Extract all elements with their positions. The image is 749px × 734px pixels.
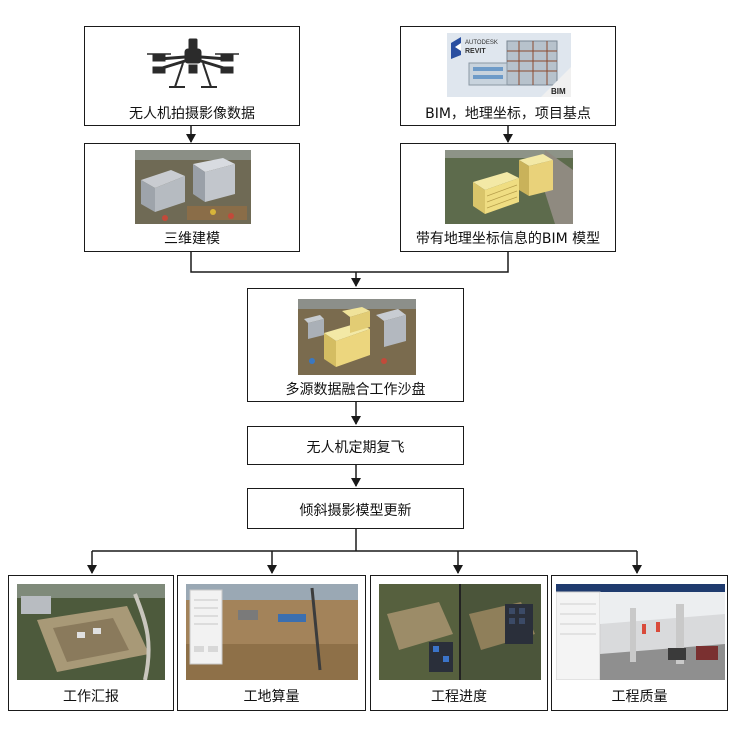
node-geo-bim-model: 带有地理坐标信息的BIM 模型	[400, 143, 616, 252]
node-label: 带有地理坐标信息的BIM 模型	[415, 231, 601, 247]
node-label: 工地算量	[243, 689, 300, 705]
drone-icon	[145, 37, 241, 99]
node-reflight: 无人机定期复飞	[247, 426, 464, 465]
site-aerial-image	[17, 584, 165, 680]
merge-line	[190, 252, 509, 273]
node-drone-capture: 无人机拍摄影像数据	[84, 26, 300, 126]
node-progress: 工程进度	[370, 575, 548, 711]
aerial-city-image	[135, 150, 251, 224]
logo-autodesk: AUTODESK	[465, 40, 498, 46]
excavation-image	[186, 584, 358, 680]
node-label: 工程进度	[431, 689, 487, 705]
node-work-report: 工作汇报	[8, 575, 174, 711]
fused-sandbox-image	[298, 299, 416, 375]
node-label: 无人机拍摄影像数据	[129, 106, 255, 122]
node-label: 工作汇报	[63, 689, 119, 705]
progress-comparison-image	[379, 584, 541, 680]
node-3d-model: 三维建模	[84, 143, 300, 252]
node-label: 倾斜摄影模型更新	[299, 503, 412, 519]
bim-model-image	[445, 150, 573, 224]
node-quality: 工程质量	[551, 575, 728, 711]
node-site-quantity: 工地算量	[177, 575, 366, 711]
node-label: 三维建模	[164, 231, 220, 247]
node-label: BIM，地理坐标，项目基点	[425, 106, 591, 122]
node-model-update: 倾斜摄影模型更新	[247, 488, 464, 529]
logo-bim: BIM	[551, 87, 566, 96]
node-bim-input: AUTODESK REVIT BIM BIM，地理坐标，项目基点	[400, 26, 616, 126]
node-sandbox: 多源数据融合工作沙盘	[247, 288, 464, 402]
revit-bim-logo: AUTODESK REVIT BIM	[447, 33, 571, 97]
quality-panorama-image	[556, 584, 725, 680]
node-label: 无人机定期复飞	[306, 440, 405, 456]
node-label: 工程质量	[611, 689, 668, 705]
node-label: 多源数据融合工作沙盘	[285, 382, 426, 398]
logo-revit: REVIT	[465, 48, 486, 55]
